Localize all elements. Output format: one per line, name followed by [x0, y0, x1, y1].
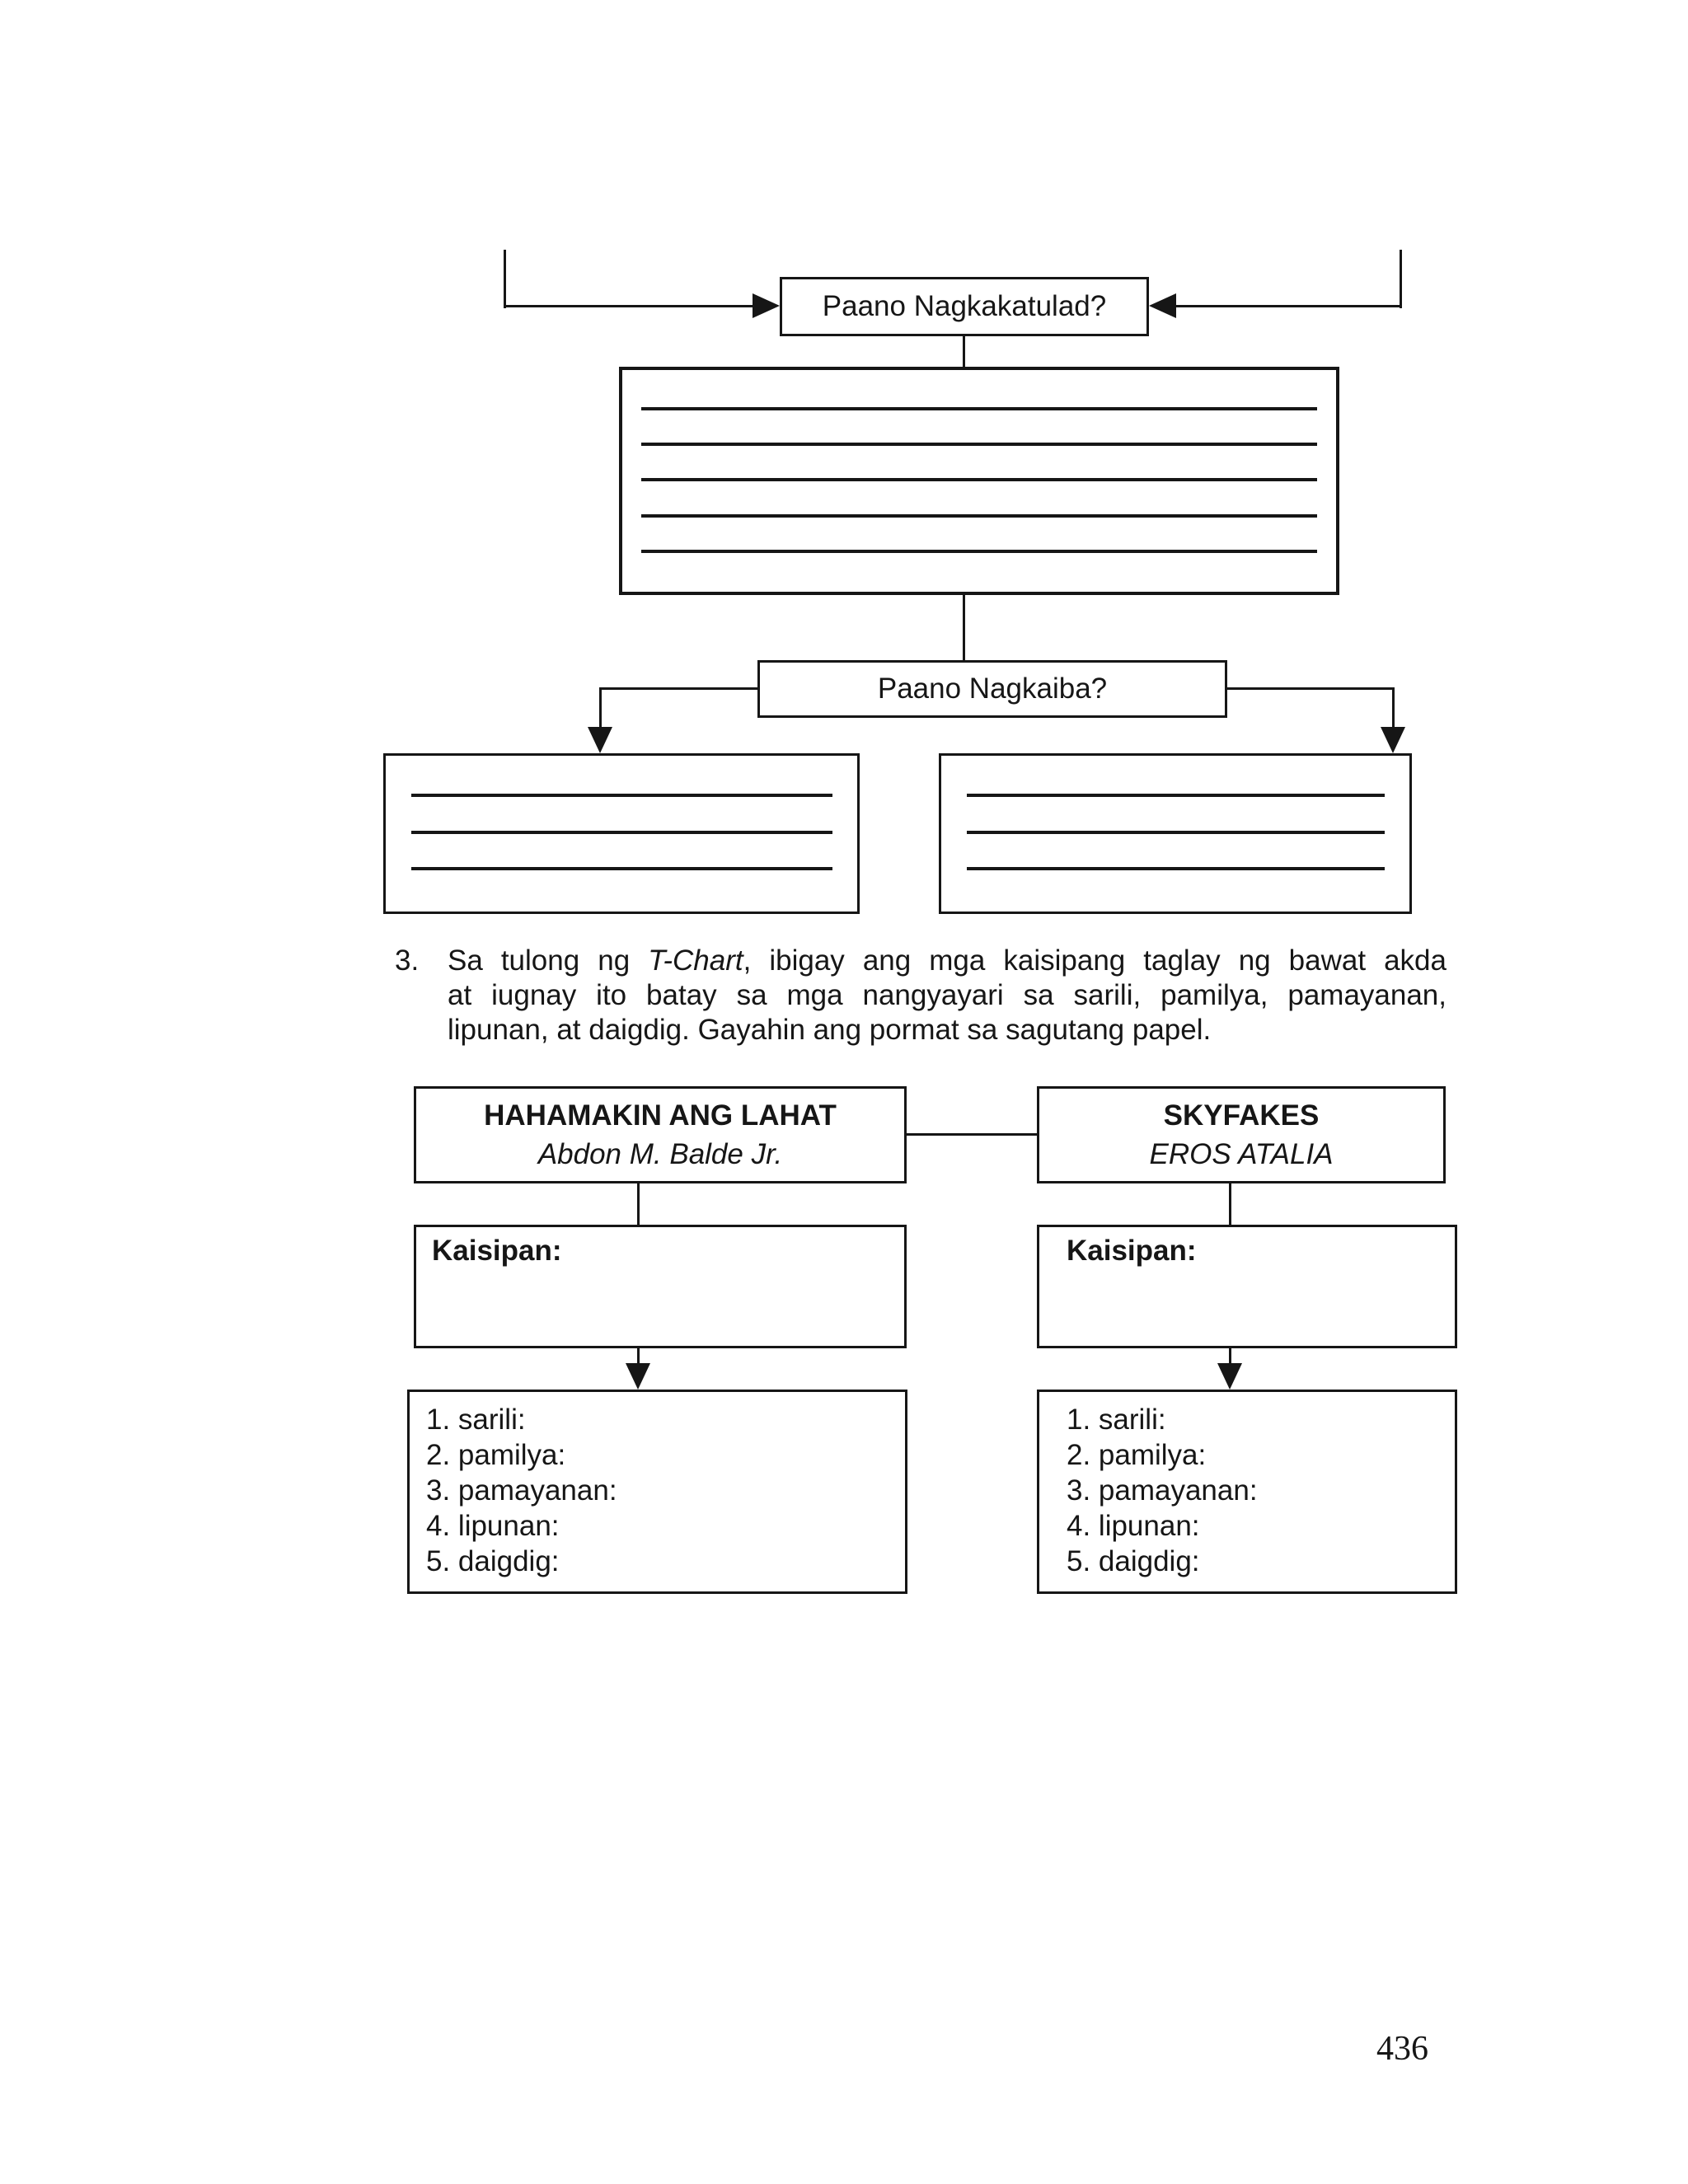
list-item: 1. sarili:: [426, 1404, 526, 1436]
left-branch-line: [599, 687, 602, 730]
arrowhead-right-icon: [753, 293, 780, 318]
right-work-author: EROS ATALIA: [1149, 1138, 1334, 1170]
kaisipan-right-box: Kaisipan:: [1037, 1225, 1457, 1348]
arrowhead-down-icon: [626, 1363, 650, 1390]
write-in-line: [411, 831, 832, 834]
write-in-line: [411, 867, 832, 870]
right-work-title: SKYFAKES: [1163, 1099, 1320, 1132]
connector-line: [637, 1183, 640, 1225]
right-branch-line: [1392, 687, 1395, 730]
right-bracket-line: [1400, 250, 1402, 308]
arrowhead-left-icon: [1149, 293, 1176, 318]
write-in-line: [641, 478, 1317, 481]
write-in-line: [641, 514, 1317, 518]
kaisipan-left-label: Kaisipan:: [432, 1235, 562, 1267]
list-item: 2. pamilya:: [1067, 1439, 1207, 1471]
left-work-title: HAHAMAKIN ANG LAHAT: [484, 1099, 837, 1132]
instruction-number: 3.: [395, 944, 420, 977]
instruction-line-3: lipunan, at daigdig. Gayahin ang pormat …: [448, 1014, 1212, 1046]
list-item: 4. lipunan:: [1067, 1510, 1200, 1542]
connector-line: [1229, 1348, 1231, 1368]
right-bracket-line: [1176, 305, 1402, 307]
connector-line: [637, 1348, 640, 1368]
arrowhead-down-icon: [1217, 1363, 1242, 1390]
similarities-question-box: Paano Nagkakatulad?: [780, 277, 1149, 336]
left-bracket-line: [504, 250, 506, 308]
arrowhead-down-icon: [1381, 727, 1405, 753]
list-item: 3. pamayanan:: [1067, 1474, 1258, 1507]
arrowhead-down-icon: [588, 727, 612, 753]
list-item: 1. sarili:: [1067, 1404, 1166, 1436]
similarities-question-label: Paano Nagkakatulad?: [822, 290, 1107, 322]
connector-line: [1229, 1183, 1231, 1225]
kaisipan-left-box: Kaisipan:: [414, 1225, 907, 1348]
instruction-line-2: at iugnay ito batay sa mga nangyayari sa…: [448, 979, 1447, 1011]
instruction-line-1: Sa tulong ng T-Chart, ibigay ang mga kai…: [448, 944, 1447, 977]
title-connector-line: [907, 1133, 1037, 1136]
tchart-right-title-box: SKYFAKES EROS ATALIA: [1037, 1086, 1446, 1183]
write-in-line: [641, 407, 1317, 410]
instruction-item-3: 3. Sa tulong ng T-Chart, ibigay ang mga …: [395, 944, 1447, 1047]
differences-question-label: Paano Nagkaiba?: [877, 673, 1108, 705]
write-in-line: [411, 794, 832, 797]
instruction-text: Sa tulong ng T-Chart, ibigay ang mga kai…: [448, 944, 1447, 1047]
differences-question-box: Paano Nagkaiba?: [757, 660, 1227, 718]
list-item: 3. pamayanan:: [426, 1474, 617, 1507]
aspects-left-box: 1. sarili: 2. pamilya: 3. pamayanan: 4. …: [407, 1390, 907, 1594]
connector-line: [963, 593, 965, 662]
tchart-left-title-box: HAHAMAKIN ANG LAHAT Abdon M. Balde Jr.: [414, 1086, 907, 1183]
connector-line: [963, 335, 965, 368]
write-in-line: [641, 550, 1317, 553]
left-branch-line: [599, 687, 757, 690]
write-in-line: [967, 867, 1385, 870]
kaisipan-right-label: Kaisipan:: [1067, 1235, 1197, 1267]
write-in-line: [967, 831, 1385, 834]
aspects-right-box: 1. sarili: 2. pamilya: 3. pamayanan: 4. …: [1037, 1390, 1457, 1594]
list-item: 5. daigdig:: [1067, 1545, 1200, 1577]
write-in-line: [967, 794, 1385, 797]
list-item: 4. lipunan:: [426, 1510, 560, 1542]
list-item: 5. daigdig:: [426, 1545, 560, 1577]
left-bracket-line: [504, 305, 753, 307]
left-work-author: Abdon M. Balde Jr.: [537, 1138, 783, 1170]
right-branch-line: [1227, 687, 1394, 690]
tchart-term: T-Chart: [648, 944, 743, 977]
page-number: 436: [1376, 2030, 1428, 2068]
write-in-line: [641, 443, 1317, 446]
list-item: 2. pamilya:: [426, 1439, 566, 1471]
